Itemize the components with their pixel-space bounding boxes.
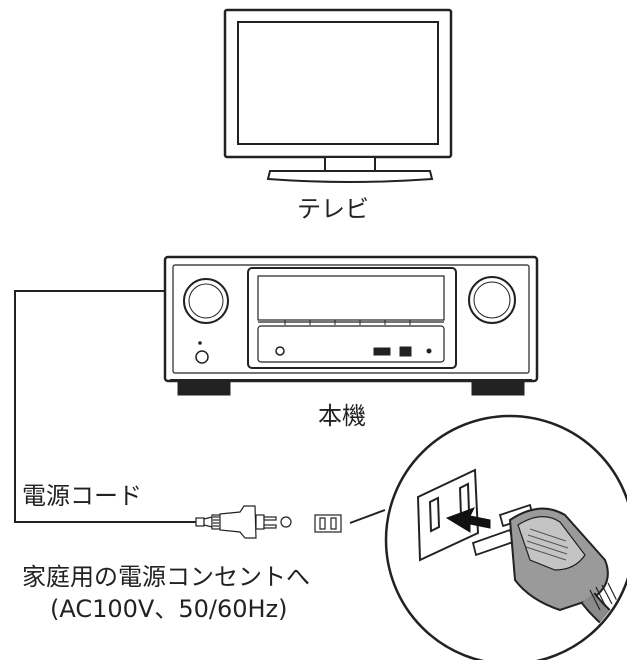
main-unit-illustration: [163, 255, 539, 396]
insert-arrow: [445, 507, 491, 533]
unit-foot-right: [471, 380, 525, 396]
outlet-spec-label: (AC100V、50/60Hz): [50, 595, 288, 623]
tv-label: テレビ: [297, 195, 369, 223]
power-cord-line: [14, 290, 200, 523]
front-jack: [275, 346, 285, 356]
wall-outlet: [416, 468, 480, 562]
hdmi-port: [373, 347, 391, 356]
power-button: [195, 350, 209, 364]
zoom-pointer: [349, 509, 386, 524]
power-indicator: [198, 341, 202, 345]
mic-jack: [426, 348, 432, 354]
power-cord-label: 電源コード: [22, 482, 142, 510]
outlet-slot-left: [428, 496, 441, 533]
tv-neck: [324, 156, 376, 172]
small-plug: [195, 505, 292, 539]
tv-screen: [237, 21, 439, 145]
tv-illustration: [223, 8, 453, 183]
usb-port: [399, 346, 412, 357]
magnified-view: [349, 414, 627, 660]
unit-foot-left: [177, 380, 231, 396]
main-unit-label: 本機: [318, 402, 366, 430]
tv-stand: [266, 170, 434, 183]
front-panel: [257, 325, 445, 363]
small-outlet: [314, 514, 342, 533]
outlet-label: 家庭用の電源コンセントへ: [22, 563, 310, 591]
